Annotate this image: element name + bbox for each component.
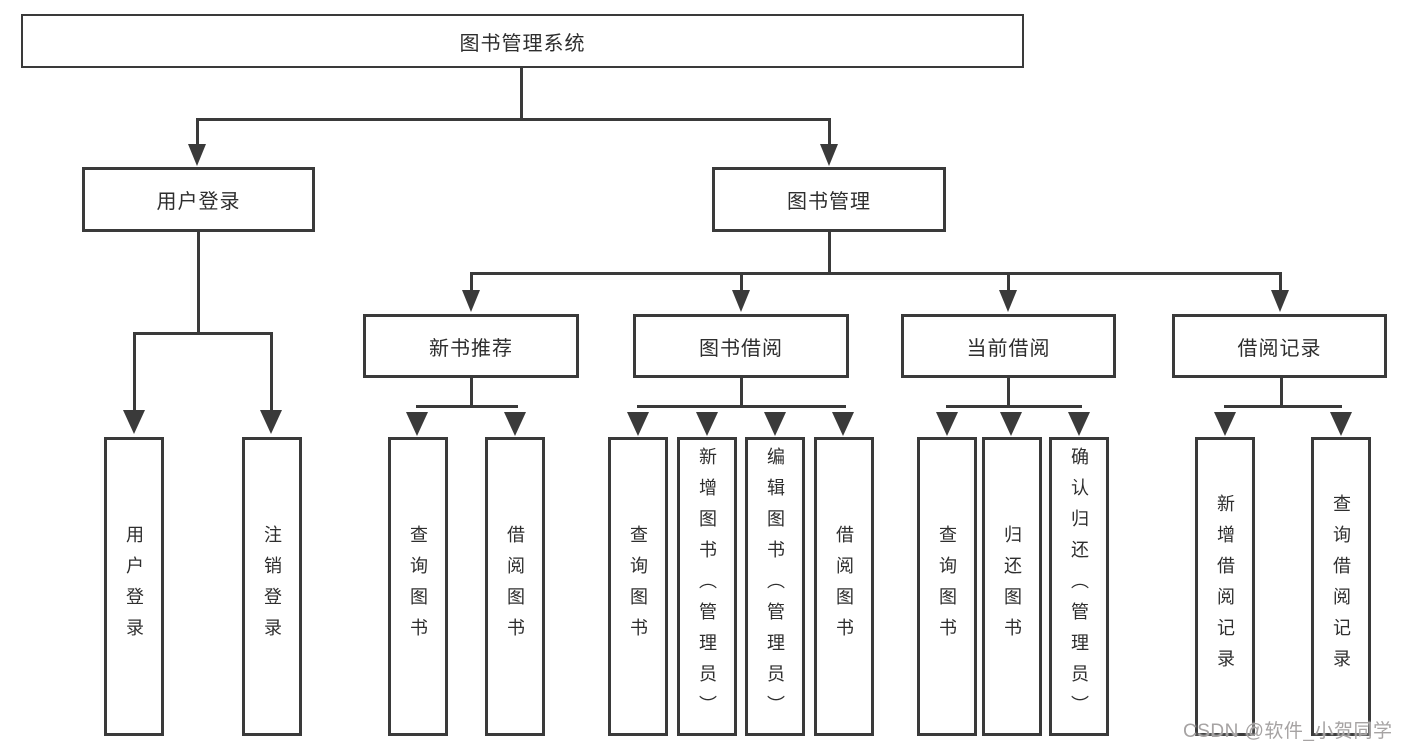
connector-br-branch [1224, 405, 1342, 408]
arrow-down-icon [1330, 412, 1352, 436]
leaf-nbr-query-book: 查询图书 [388, 437, 448, 736]
connector-cb-branch [946, 405, 1082, 408]
arrow-down-icon [999, 290, 1017, 312]
connector-user-login-drop [270, 332, 273, 412]
arrow-down-icon [936, 412, 958, 436]
connector-bb-stem [740, 378, 743, 408]
arrow-down-icon [732, 290, 750, 312]
node-root: 图书管理系统 [21, 14, 1024, 68]
connector-nbr-stem [470, 378, 473, 408]
arrow-down-icon [406, 412, 428, 436]
arrow-down-icon [1000, 412, 1022, 436]
arrow-down-icon [696, 412, 718, 436]
watermark-csdn: CSDN @软件_小贺同学 [1183, 721, 1393, 742]
connector-user-login-stem [197, 232, 200, 334]
arrow-down-icon [260, 410, 282, 434]
leaf-cb-confirm-return-label: 确认归还（管理员） [1069, 447, 1089, 726]
leaf-br-query-record-label: 查询借阅记录 [1331, 493, 1351, 680]
arrow-down-icon [123, 410, 145, 434]
leaf-user-login: 用户登录 [104, 437, 164, 736]
leaf-cb-return-book-label: 归还图书 [1002, 524, 1022, 649]
node-new-book-recommend: 新书推荐 [363, 314, 579, 378]
arrow-down-icon [832, 412, 854, 436]
connector-root-right-drop [828, 118, 831, 148]
leaf-br-add-record: 新增借阅记录 [1195, 437, 1255, 736]
leaf-br-add-record-label: 新增借阅记录 [1215, 493, 1235, 680]
connector-book-mgmt-drop [470, 274, 473, 294]
connector-root-left-drop [196, 118, 199, 148]
leaf-nbr-borrow-book-label: 借阅图书 [505, 524, 525, 649]
node-borrow-records: 借阅记录 [1172, 314, 1387, 378]
connector-book-mgmt-stem [828, 232, 831, 275]
node-user-login-label: 用户登录 [156, 191, 241, 213]
arrow-down-icon [1068, 412, 1090, 436]
node-user-login: 用户登录 [82, 167, 315, 232]
leaf-bb-add-book: 新增图书（管理员） [677, 437, 737, 736]
arrow-down-icon [820, 144, 838, 166]
leaf-bb-query-book: 查询图书 [608, 437, 668, 736]
node-current-borrow-label: 当前借阅 [966, 337, 1051, 360]
connector-book-mgmt-drop [1279, 274, 1282, 294]
node-borrow-records-label: 借阅记录 [1237, 337, 1322, 360]
leaf-user-login-label: 用户登录 [124, 524, 144, 649]
connector-bb-branch [637, 405, 846, 408]
connector-book-mgmt-drop [1007, 274, 1010, 294]
leaf-cb-query-book-label: 查询图书 [937, 524, 957, 649]
node-book-borrow: 图书借阅 [633, 314, 849, 378]
connector-nbr-branch [416, 405, 518, 408]
leaf-cb-query-book: 查询图书 [917, 437, 977, 736]
connector-book-mgmt-drop [740, 274, 743, 294]
arrow-down-icon [1214, 412, 1236, 436]
node-root-label: 图书管理系统 [459, 32, 586, 55]
arrow-down-icon [627, 412, 649, 436]
arrow-down-icon [1271, 290, 1289, 312]
connector-user-login-branch [133, 332, 273, 335]
leaf-bb-query-book-label: 查询图书 [628, 524, 648, 649]
leaf-logout: 注销登录 [242, 437, 302, 736]
node-book-management-label: 图书管理 [787, 191, 871, 213]
arrow-down-icon [764, 412, 786, 436]
leaf-bb-edit-book-label: 编辑图书（管理员） [765, 447, 785, 726]
connector-user-login-drop [133, 332, 136, 412]
leaf-bb-borrow-book-label: 借阅图书 [834, 524, 854, 649]
arrow-down-icon [462, 290, 480, 312]
leaf-bb-borrow-book: 借阅图书 [814, 437, 874, 736]
leaf-logout-label: 注销登录 [262, 524, 282, 649]
leaf-bb-edit-book: 编辑图书（管理员） [745, 437, 805, 736]
node-book-management: 图书管理 [712, 167, 946, 232]
connector-cb-stem [1007, 378, 1010, 408]
leaf-nbr-query-book-label: 查询图书 [408, 524, 428, 649]
connector-root-branch [196, 118, 831, 121]
leaf-br-query-record: 查询借阅记录 [1311, 437, 1371, 736]
leaf-cb-return-book: 归还图书 [982, 437, 1042, 736]
connector-root-stem [520, 68, 523, 120]
arrow-down-icon [504, 412, 526, 436]
leaf-cb-confirm-return: 确认归还（管理员） [1049, 437, 1109, 736]
node-book-borrow-label: 图书借阅 [699, 337, 783, 360]
leaf-bb-add-book-label: 新增图书（管理员） [697, 447, 717, 726]
connector-br-stem [1280, 378, 1283, 408]
leaf-nbr-borrow-book: 借阅图书 [485, 437, 545, 736]
connector-book-mgmt-branch [470, 272, 1282, 275]
arrow-down-icon [188, 144, 206, 166]
node-current-borrow: 当前借阅 [901, 314, 1116, 378]
node-new-book-recommend-label: 新书推荐 [429, 337, 513, 360]
